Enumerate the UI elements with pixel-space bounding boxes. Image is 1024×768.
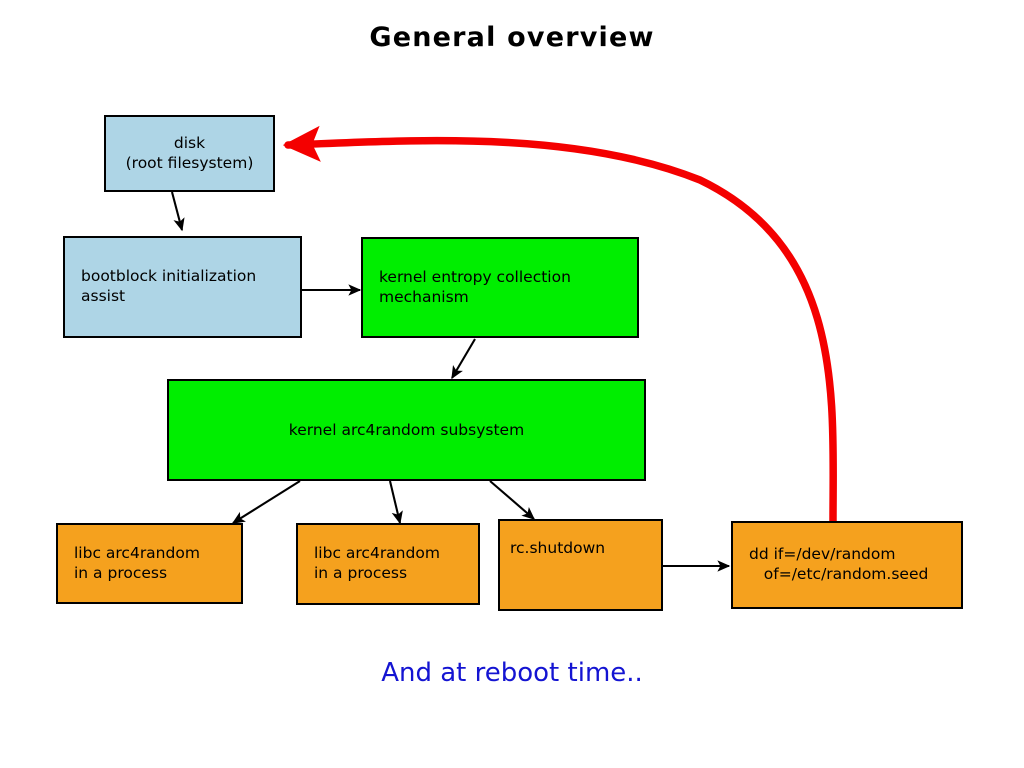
page-title: General overview — [369, 22, 655, 53]
node-disk[interactable]: disk(root filesystem) — [104, 115, 275, 192]
node-libc-arc4random-1-line1: libc arc4random — [74, 543, 200, 562]
node-disk-line1: disk — [173, 133, 206, 152]
node-bootblock-line2: assist — [81, 287, 126, 305]
edge-disk-to-bootblock — [170, 191, 185, 232]
edge-arc4random-to-libc2 — [388, 480, 403, 525]
node-kernel-arc4random[interactable]: kernel arc4random subsystem — [167, 379, 646, 481]
reboot-caption: And at reboot time.. — [381, 658, 643, 688]
edge-arc4random-to-shutdown — [489, 480, 535, 520]
node-kernel-entropy-line1: kernel entropy collection — [379, 267, 571, 286]
node-kernel-arc4random-line1: kernel arc4random subsystem — [288, 421, 525, 439]
node-disk-line2: (root filesystem) — [125, 153, 254, 172]
node-rc-shutdown-line1: rc.shutdown — [510, 539, 606, 557]
node-rc-shutdown-text: rc.shutdown — [510, 539, 605, 559]
node-kernel-arc4random-text: kernel arc4random subsystem — [289, 421, 524, 441]
node-dd-random-seed-line2: of=/etc/random.seed — [749, 565, 929, 583]
node-rc-shutdown[interactable]: rc.shutdown — [498, 519, 663, 611]
node-libc-arc4random-2-line1: libc arc4random — [314, 544, 440, 563]
node-disk-text: disk(root filesystem) — [126, 134, 254, 174]
node-libc-arc4random-2-line2: in a process — [314, 564, 408, 582]
node-dd-random-seed[interactable]: dd if=/dev/random of=/etc/random.seed — [731, 521, 963, 609]
edge-arc4random-to-libc1 — [231, 480, 301, 524]
edge-entropy-to-arc4random — [451, 338, 476, 380]
node-dd-random-seed-line1: dd if=/dev/random — [749, 545, 896, 564]
node-kernel-entropy-line2: mechanism — [379, 287, 469, 306]
node-libc-arc4random-1-line2: in a process — [74, 563, 168, 582]
node-bootblock-line1: bootblock initialization — [81, 267, 257, 286]
node-dd-random-seed-text: dd if=/dev/random of=/etc/random.seed — [749, 545, 928, 585]
